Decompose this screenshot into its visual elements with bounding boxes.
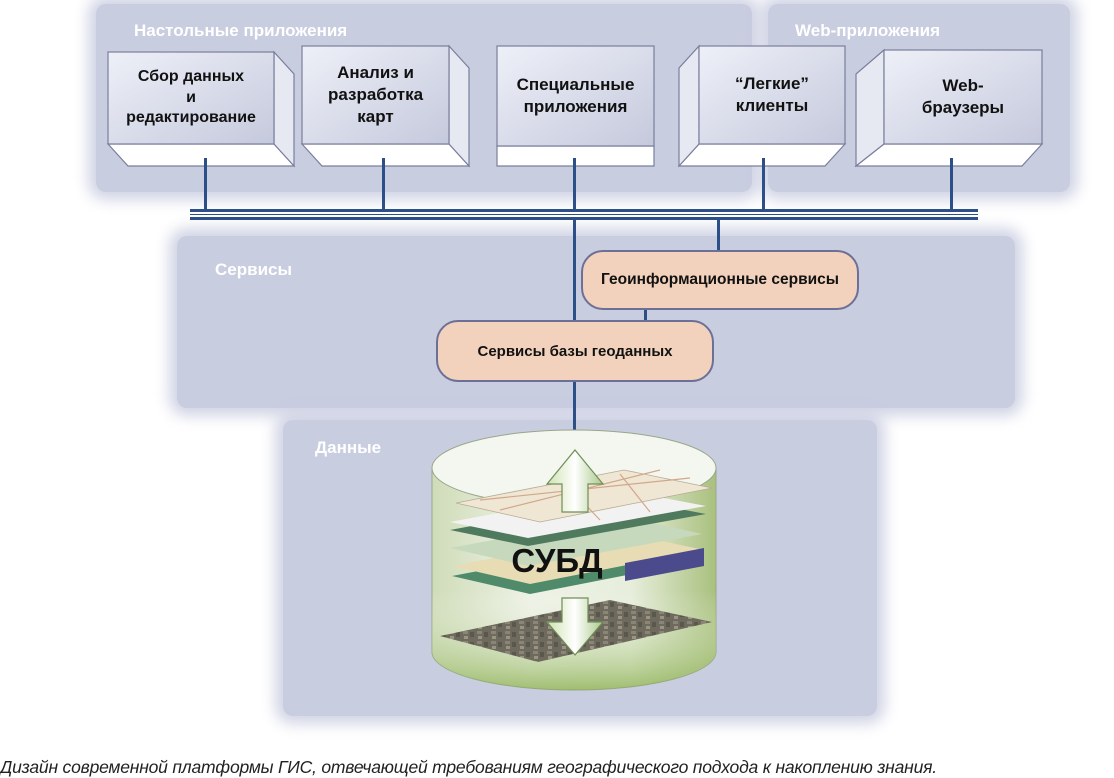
map-layer xyxy=(450,516,702,566)
connector-line xyxy=(573,218,576,322)
connector-line xyxy=(573,158,576,211)
map-layer xyxy=(452,533,704,584)
app-label-light-clients: “Легкие” клиенты xyxy=(735,73,809,115)
app-label-special-apps: Специальные приложения xyxy=(516,74,635,116)
app-box-data-collection xyxy=(106,50,296,168)
connector-line xyxy=(717,218,720,252)
desktop-apps-label: Настольные приложения xyxy=(134,21,348,40)
geodatabase-services-pill: Сервисы базы геоданных xyxy=(436,320,714,382)
app-box-special-apps xyxy=(496,45,655,167)
up-arrow-icon xyxy=(545,449,605,513)
dbms-label: СУБД xyxy=(511,542,603,579)
figure-caption: Дизайн современной платформы ГИС, отвеча… xyxy=(0,757,937,777)
down-arrow-icon xyxy=(545,597,605,656)
connector-line xyxy=(382,158,385,211)
app-box-light-clients xyxy=(677,44,847,168)
data-label: Данные xyxy=(315,438,382,457)
connector-line xyxy=(950,158,953,211)
connector-line xyxy=(573,378,576,448)
connection-bus xyxy=(190,209,978,220)
connector-line xyxy=(644,305,647,323)
web-apps-label: Web-приложения xyxy=(795,21,940,40)
app-box-web-browsers xyxy=(854,48,1044,168)
app-label-data-collection: Сбор данных и редактирование xyxy=(126,67,256,127)
geoinfo-services-pill: Геоинформационные сервисы xyxy=(581,250,859,310)
connector-line xyxy=(762,158,765,211)
connector-line xyxy=(204,158,207,211)
app-label-web-browsers: Web- браузеры xyxy=(921,75,1005,117)
map-layer xyxy=(625,548,704,581)
app-box-map-analysis xyxy=(300,44,471,168)
app-label-map-analysis: Анализ и разработка карт xyxy=(327,62,424,127)
services-label: Сервисы xyxy=(215,260,292,279)
